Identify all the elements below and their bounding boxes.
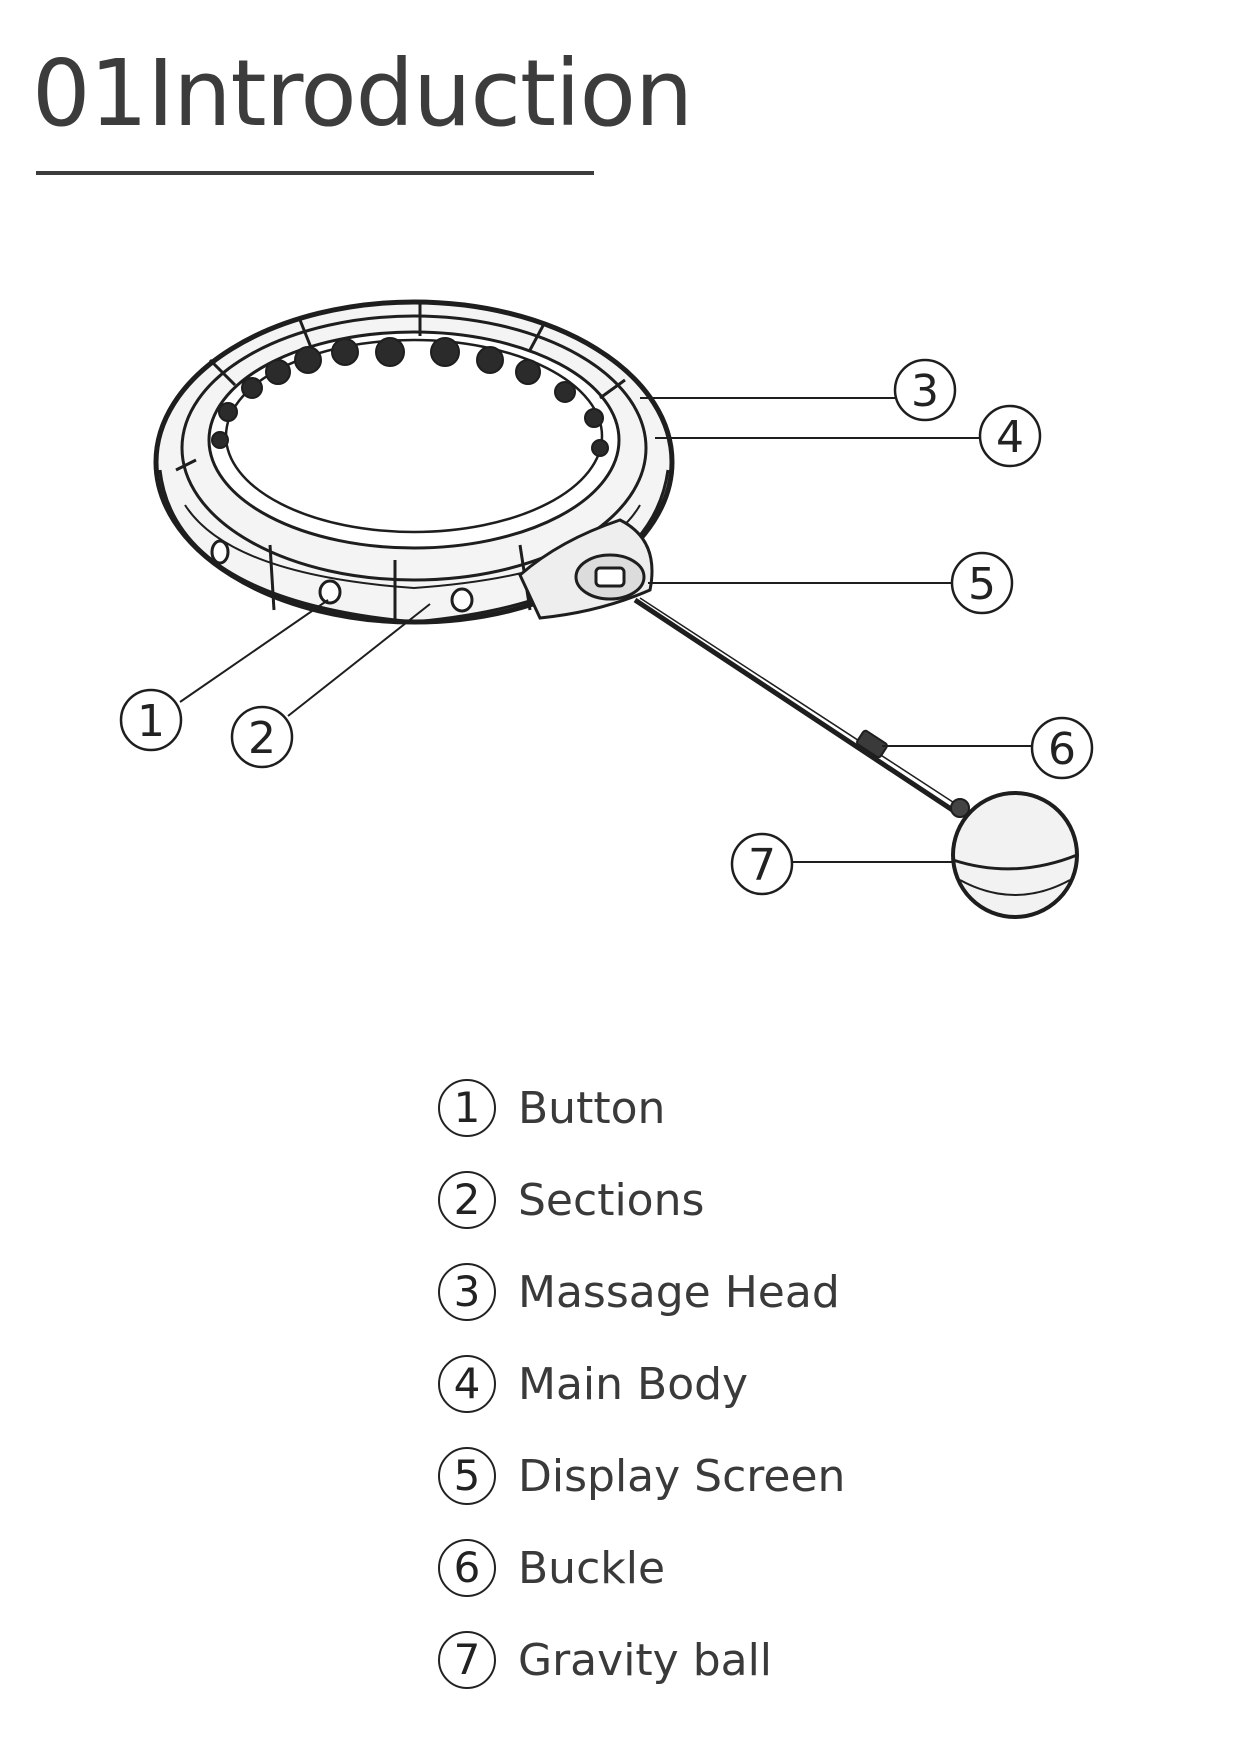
legend-item: 6 Buckle: [438, 1522, 845, 1614]
legend-item: 3 Massage Head: [438, 1246, 845, 1338]
legend-label: Massage Head: [518, 1266, 840, 1318]
legend-item: 4 Main Body: [438, 1338, 845, 1430]
legend-item: 5 Display Screen: [438, 1430, 845, 1522]
buckle-shape: [856, 729, 888, 759]
callout-label-5: 5: [968, 559, 996, 610]
gravity-ball-shape: [950, 791, 1079, 919]
legend-item: 1 Button: [438, 1062, 845, 1154]
callout-marker-7: 7: [730, 832, 794, 896]
callout-marker-4: 4: [978, 404, 1042, 468]
legend-number: 5: [438, 1447, 496, 1505]
callout-marker-3: 3: [893, 358, 957, 422]
callout-marker-1: 1: [119, 688, 183, 752]
legend-label: Buckle: [518, 1542, 666, 1594]
callout-marker-6: 6: [1030, 716, 1094, 780]
title-underline: [36, 171, 594, 175]
section-buttons: [210, 539, 474, 613]
legend-number: 1: [438, 1079, 496, 1137]
product-diagram: 1 2 3 4 5 6 7: [119, 299, 1094, 919]
legend-number: 3: [438, 1263, 496, 1321]
massage-head-nodules: [211, 337, 609, 457]
legend-label: Display Screen: [518, 1450, 846, 1502]
page-title: 01Introduction: [32, 40, 693, 147]
callout-label-4: 4: [996, 412, 1024, 463]
legend-item: 2 Sections: [438, 1154, 845, 1246]
callout-label-6: 6: [1048, 724, 1076, 775]
callout-marker-2: 2: [230, 705, 294, 769]
callout-label-1: 1: [137, 696, 165, 747]
parts-legend: 1 Button 2 Sections 3 Massage Head 4 Mai…: [438, 1062, 845, 1706]
legend-number: 6: [438, 1539, 496, 1597]
callout-marker-5: 5: [950, 551, 1014, 615]
legend-number: 7: [438, 1631, 496, 1689]
legend-number: 2: [438, 1171, 496, 1229]
legend-item: 7 Gravity ball: [438, 1614, 845, 1706]
legend-label: Button: [518, 1082, 666, 1134]
tether-cord: [633, 597, 963, 818]
leader-lines: [179, 397, 1032, 863]
legend-label: Main Body: [518, 1358, 749, 1410]
callout-label-7: 7: [748, 840, 776, 891]
callout-label-2: 2: [248, 713, 276, 764]
callout-label-3: 3: [911, 366, 939, 417]
section-dividers: [175, 304, 626, 622]
legend-label: Sections: [518, 1174, 705, 1226]
legend-label: Gravity ball: [518, 1634, 773, 1686]
legend-number: 4: [438, 1355, 496, 1413]
display-screen-housing: [518, 518, 654, 620]
